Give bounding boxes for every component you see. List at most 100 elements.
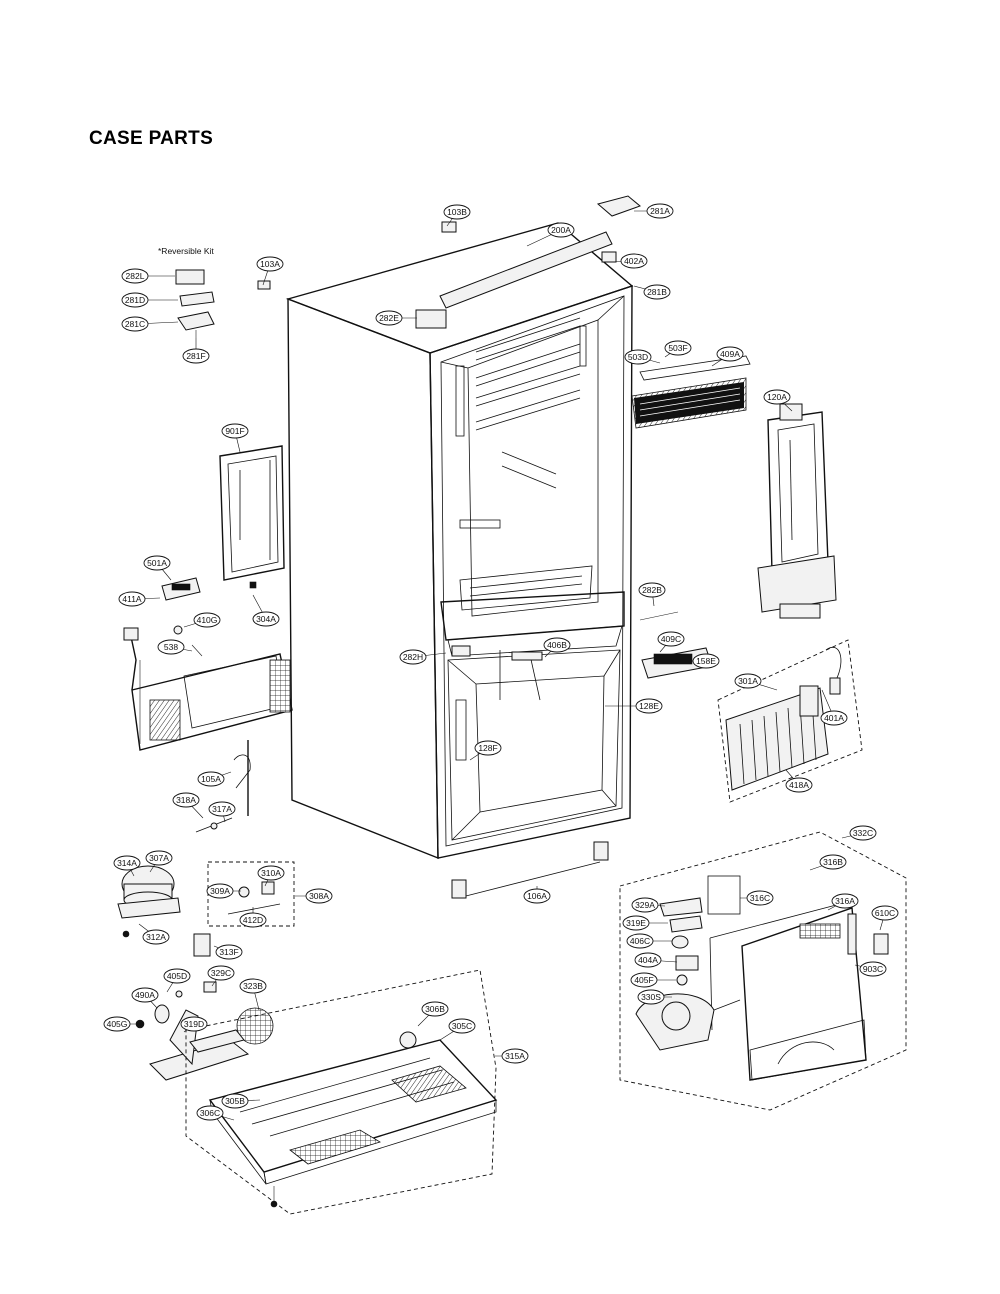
callout-text: 103A — [260, 259, 280, 269]
callout-bubble — [163, 968, 191, 984]
callout-128f: 128F — [469, 740, 502, 761]
callout-bubble — [239, 978, 267, 994]
callout-text: 316C — [750, 893, 770, 903]
callout-text: 314A — [117, 858, 137, 868]
callout-text: 409C — [661, 634, 681, 644]
callout-text: 901F — [225, 426, 244, 436]
callout-306b: 306B — [417, 1001, 449, 1027]
callout-text: 158E — [696, 656, 716, 666]
callout-bubble — [208, 801, 236, 817]
callout-bubble — [113, 855, 141, 871]
callout-323b: 323B — [239, 978, 267, 1011]
callout-332c: 332C — [841, 825, 877, 841]
callout-text: 282E — [379, 313, 399, 323]
callout-411a: 411A — [118, 591, 161, 607]
back-cover-assembly — [123, 627, 293, 751]
callout-903c: 903C — [854, 961, 887, 977]
callout-281c: 281C — [121, 316, 179, 332]
callout-text: 316B — [823, 857, 843, 867]
callout-text: 318A — [176, 795, 196, 805]
callout-501a: 501A — [143, 555, 172, 581]
callout-bubble — [630, 972, 658, 988]
callout-text: 406C — [630, 936, 650, 946]
callout-bubble — [207, 965, 235, 981]
callout-105a: 105A — [197, 771, 232, 787]
callout-316b: 316B — [809, 854, 847, 871]
callout-bubble — [785, 777, 813, 793]
callout-610c: 610C — [871, 905, 899, 931]
callout-text: 316A — [835, 896, 855, 906]
refrigerator-cabinet — [257, 195, 641, 860]
callout-text: 305C — [452, 1021, 472, 1031]
callout-301a: 301A — [734, 673, 778, 691]
callout-bubble — [118, 591, 146, 607]
callout-bubble — [182, 348, 210, 364]
callout-text: 410G — [197, 615, 218, 625]
callout-503f: 503F — [664, 340, 692, 358]
sensor-parts — [195, 740, 251, 833]
callout-503d: 503D — [624, 349, 661, 365]
callout-405d: 405D — [163, 968, 191, 993]
callout-409a: 409A — [711, 346, 744, 367]
callout-bubble — [626, 933, 654, 949]
callout-bubble — [172, 792, 200, 808]
callout-bubble — [215, 944, 243, 960]
callout-200a: 200A — [526, 222, 575, 247]
callout-305c: 305C — [439, 1018, 476, 1041]
callout-text: 490A — [135, 990, 155, 1000]
callout-text: 404A — [638, 955, 658, 965]
callout-text: 610C — [875, 908, 895, 918]
callout-306c: 306C — [196, 1105, 235, 1121]
callout-282l: 282L — [121, 268, 175, 284]
callout-402a: 402A — [610, 253, 648, 269]
callout-text: 282H — [403, 652, 423, 662]
callout-405f: 405F — [630, 972, 676, 988]
callout-312a: 312A — [138, 923, 170, 945]
callout-text: 501A — [147, 558, 167, 568]
callout-282h: 282H — [399, 649, 447, 665]
callout-bubble — [622, 915, 650, 931]
callout-bubble — [501, 1048, 529, 1064]
callout-text: 120A — [767, 392, 787, 402]
callout-310a: 310A — [257, 865, 285, 887]
callout-490a: 490A — [131, 987, 159, 1009]
callout-bubble — [820, 710, 848, 726]
callout-text: 106A — [527, 891, 547, 901]
callout-316a: 316A — [827, 893, 859, 911]
callout-text: 323B — [243, 981, 263, 991]
callout-bubble — [643, 284, 671, 300]
callout-405g: 405G — [103, 1016, 138, 1032]
callout-text: 128F — [478, 743, 497, 753]
callout-text: 313F — [219, 947, 238, 957]
callout-text: 503D — [628, 352, 648, 362]
callout-bubble — [819, 854, 847, 870]
callout-304a: 304A — [252, 594, 280, 627]
callout-text: 281D — [125, 295, 145, 305]
callout-text: 281A — [650, 206, 670, 216]
reversible-kit-note: *Reversible Kit — [158, 246, 214, 256]
callout-bubble — [831, 893, 859, 909]
callout-text: 304A — [256, 614, 276, 624]
callout-bubble — [121, 316, 149, 332]
callout-314a: 314A — [113, 855, 141, 877]
callout-319d: 319D — [180, 1016, 208, 1033]
callout-text: 309A — [210, 886, 230, 896]
callout-bubble — [375, 310, 403, 326]
callout-text: 305B — [225, 1096, 245, 1106]
callout-bubble — [143, 555, 171, 571]
callout-bubble — [692, 653, 720, 669]
callout-409c: 409C — [657, 631, 685, 653]
callout-bubble — [859, 961, 887, 977]
callout-bubble — [180, 1016, 208, 1032]
callout-bubble — [646, 203, 674, 219]
callout-307a: 307A — [145, 850, 173, 873]
callout-281b: 281B — [633, 284, 671, 300]
fan-assembly — [619, 831, 907, 1111]
callout-319e: 319E — [622, 915, 668, 931]
callout-308a: 308A — [295, 888, 333, 904]
callout-282b: 282B — [638, 582, 666, 607]
callout-bubble — [121, 268, 149, 284]
callout-text: 317A — [212, 804, 232, 814]
callout-text: 503F — [668, 343, 687, 353]
